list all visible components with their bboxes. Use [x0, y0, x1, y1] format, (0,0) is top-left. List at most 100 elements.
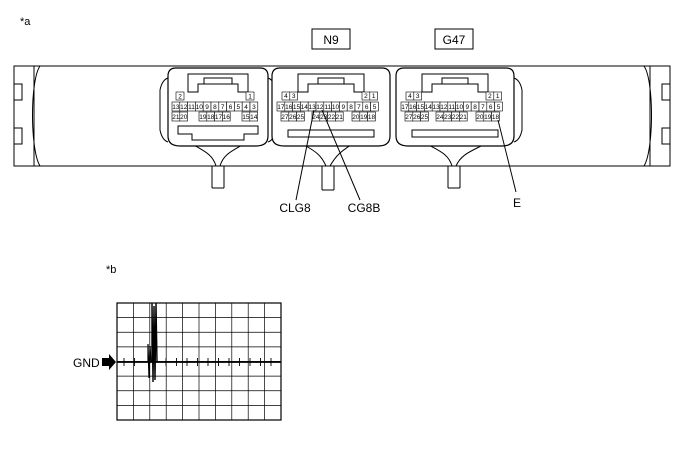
- pin-cell: [459, 111, 468, 122]
- oscilloscope-screen: [116, 302, 282, 421]
- pin-label: 6: [489, 104, 493, 111]
- pin-label: 7: [221, 104, 225, 111]
- pin-cell: [493, 91, 502, 101]
- figure-a-marker: *a: [20, 16, 31, 28]
- pin-label: 6: [229, 104, 233, 111]
- connector-name-g47-text: G47: [443, 33, 466, 47]
- pin-label: 12: [180, 104, 188, 111]
- pin-cell: [289, 91, 298, 101]
- pin-label: 27: [281, 114, 289, 121]
- pin-label: 27: [405, 114, 413, 121]
- pin-label: 13: [172, 104, 180, 111]
- pin-cell: [420, 111, 429, 122]
- gnd-label: GND: [73, 356, 100, 370]
- pin-label: 6: [365, 104, 369, 111]
- pin-label: 22: [328, 114, 336, 121]
- pin-label: 19: [360, 114, 368, 121]
- pin-cell: [249, 111, 258, 122]
- pin-label: 8: [349, 104, 353, 111]
- pin-label: 17: [401, 104, 409, 111]
- pin-label: 24: [312, 114, 320, 121]
- pin-label: 10: [456, 104, 464, 111]
- pin-label: 18: [207, 114, 215, 121]
- pin-label: 24: [436, 114, 444, 121]
- pin-label: 10: [332, 104, 340, 111]
- pin-label: 15: [417, 104, 425, 111]
- pin-label: 1: [496, 93, 500, 100]
- pin-cell: [249, 101, 259, 112]
- pin-label: 4: [244, 104, 248, 111]
- pin-label: 10: [196, 104, 204, 111]
- pin-cell: [367, 111, 376, 122]
- pin-label: 11: [188, 104, 195, 111]
- pin-label: 9: [205, 104, 209, 111]
- pin-label: 4: [408, 93, 412, 100]
- pin-cell: [296, 111, 305, 122]
- pin-label: 4: [284, 93, 288, 100]
- pin-label: 7: [357, 104, 361, 111]
- pin-label: 5: [497, 104, 501, 111]
- callout-e: E: [513, 196, 521, 210]
- pin-label: 20: [180, 114, 188, 121]
- pin-label: 17: [277, 104, 285, 111]
- pin-label: 25: [297, 114, 305, 121]
- pin-label: 5: [236, 104, 240, 111]
- connector-name-g47: G47: [434, 28, 474, 50]
- pin-cell: [491, 111, 500, 122]
- callout-clg8: CLG8: [279, 201, 311, 215]
- figure-b-marker: *b: [106, 264, 116, 276]
- pin-label: 11: [448, 104, 455, 111]
- pin-label: 14: [301, 104, 309, 111]
- gnd-arrow-icon: [102, 354, 116, 370]
- pin-label: 8: [473, 104, 477, 111]
- pin-cell: [370, 101, 379, 112]
- pin-label: 15: [242, 114, 250, 121]
- pin-label: 5: [373, 104, 377, 111]
- pin-label: 26: [289, 114, 297, 121]
- pin-label: 11: [324, 104, 331, 111]
- pin-label: 20: [476, 114, 484, 121]
- pin-cell: [494, 101, 503, 112]
- trace-ticks: [123, 358, 272, 366]
- connector-name-n9-text: N9: [323, 33, 339, 47]
- pin-label: 17: [215, 114, 223, 121]
- pin-cell: [222, 111, 231, 122]
- pin-label: 9: [465, 104, 469, 111]
- pin-label: 20: [352, 114, 360, 121]
- pin-label: 3: [252, 104, 256, 111]
- pin-label: 26: [413, 114, 421, 121]
- pin-label: 13: [308, 104, 316, 111]
- pin-cell: [179, 111, 188, 122]
- pin-label: 16: [409, 104, 417, 111]
- pin-label: 23: [320, 114, 328, 121]
- pin-label: 3: [416, 93, 420, 100]
- pin-label: 7: [481, 104, 485, 111]
- callout-cg8b: CG8B: [348, 201, 381, 215]
- pin-label: 21: [172, 114, 180, 121]
- pin-label: 3: [292, 93, 296, 100]
- pin-label: 15: [293, 104, 301, 111]
- pin-cell: [369, 91, 378, 101]
- pin-label: 9: [341, 104, 345, 111]
- callout-leaders: [295, 109, 517, 201]
- pin-label: 1: [372, 93, 376, 100]
- pin-label: 19: [484, 114, 492, 121]
- pin-cell: [335, 111, 344, 122]
- pin-cell: [413, 91, 422, 101]
- connector-name-n9: N9: [311, 28, 351, 50]
- pin-label: 21: [336, 114, 344, 121]
- signal-trace: [117, 302, 281, 383]
- pin-label: 8: [213, 104, 217, 111]
- pin-label: 22: [452, 114, 460, 121]
- pin-label: 18: [368, 114, 376, 121]
- pin-label: 1: [248, 94, 252, 101]
- pin-label: 2: [488, 93, 492, 100]
